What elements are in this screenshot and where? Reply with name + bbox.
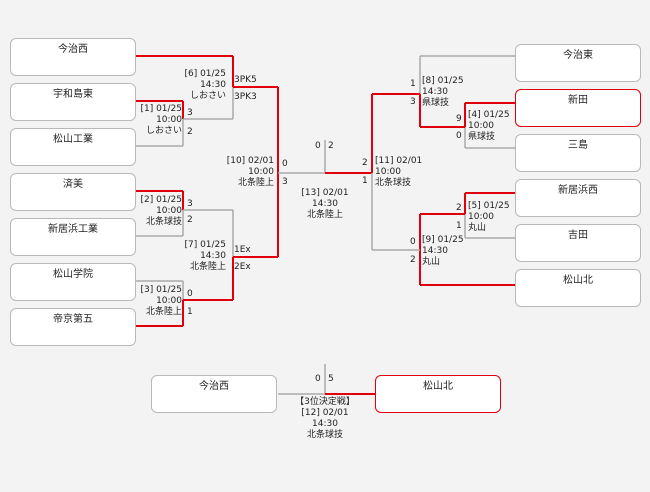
team-r1[interactable]: 今治東 [515,44,641,82]
team-l3[interactable]: 松山工業 [10,128,136,166]
game7-venue: 北条陸上 [189,262,226,272]
game4-time: 10:00 [468,121,494,131]
game5-info: [5] 01/25 10:00 丸山 [468,201,510,234]
game4-info: [4] 01/25 10:00 県球技 [468,110,510,143]
game5-venue: 丸山 [468,223,487,233]
game8-score1: 1 [410,79,416,89]
game3-venue: 北条陸上 [145,307,182,317]
game6-venue: しおさい [189,91,226,101]
game10-no: [10] 02/01 [226,156,274,166]
game1-no: [1] 01/25 [140,104,182,114]
game8-time: 14:30 [422,87,448,97]
game11-no: [11] 02/01 [375,156,423,166]
game9-score1: 0 [410,237,416,247]
team-l7[interactable]: 帝京第五 [10,308,136,346]
game6-info: [6] 01/25 14:30 しおさい [172,69,226,102]
game13-score1: 0 [315,141,321,151]
game9-no: [9] 01/25 [422,235,464,245]
game6-score1: 3PK5 [234,75,257,85]
game12-score1: 0 [315,374,321,384]
game2-score1: 3 [187,199,193,209]
game3-score2: 1 [187,307,193,317]
game13-time: 14:30 [312,199,338,209]
game13-info: [13] 02/01 14:30 北条陸上 [293,188,357,221]
game3-score1: 0 [187,289,193,299]
game1-info: [1] 01/25 10:00 しおさい [128,104,182,137]
game10-score1: 0 [282,159,288,169]
game13-no: [13] 02/01 [301,188,349,198]
game2-venue: 北条球技 [145,217,182,227]
game8-score2: 3 [410,97,416,107]
team-r3[interactable]: 三島 [515,134,641,172]
game7-time: 14:30 [200,251,226,261]
game12-no: [12] 02/01 [301,408,349,418]
team-l2[interactable]: 宇和島東 [10,83,136,121]
team-p2[interactable]: 松山北 [375,375,501,413]
team-p1[interactable]: 今治西 [151,375,277,413]
game7-score1: 1Ex [234,245,251,255]
game11-score1: 2 [362,158,368,168]
game10-venue: 北条陸上 [237,178,274,188]
game7-no: [7] 01/25 [184,240,226,250]
game13-venue: 北条陸上 [306,210,343,220]
game2-time: 10:00 [156,206,182,216]
game9-info: [9] 01/25 14:30 丸山 [422,235,464,268]
game12-score2: 5 [328,374,334,384]
game3-no: [3] 01/25 [140,285,182,295]
team-r4[interactable]: 新居浜西 [515,179,641,217]
game1-venue: しおさい [145,126,182,136]
game1-time: 10:00 [156,115,182,125]
team-l5[interactable]: 新居浜工業 [10,218,136,256]
game3-info: [3] 01/25 10:00 北条陸上 [128,285,182,318]
game11-score2: 1 [362,176,368,186]
game7-info: [7] 01/25 14:30 北条陸上 [172,240,226,273]
game12-info: 【3位決定戦】 [12] 02/01 14:30 北条球技 [288,397,362,441]
game6-time: 14:30 [200,80,226,90]
team-r5[interactable]: 吉田 [515,224,641,262]
game7-score2: 2Ex [234,262,251,272]
game2-info: [2] 01/25 10:00 北条球技 [128,195,182,228]
team-r6[interactable]: 松山北 [515,269,641,307]
game10-info: [10] 02/01 10:00 北条陸上 [218,156,274,189]
game6-no: [6] 01/25 [184,69,226,79]
team-l6[interactable]: 松山学院 [10,263,136,301]
game5-score1: 2 [456,203,462,213]
game12-venue: 北条球技 [306,430,343,440]
game10-score2: 3 [282,177,288,187]
game5-score2: 1 [456,221,462,231]
game12-title: 【3位決定戦】 [295,397,355,407]
game5-no: [5] 01/25 [468,201,510,211]
game2-no: [2] 01/25 [140,195,182,205]
team-l4[interactable]: 済美 [10,173,136,211]
game8-no: [8] 01/25 [422,76,464,86]
game4-no: [4] 01/25 [468,110,510,120]
game5-time: 10:00 [468,212,494,222]
game4-score2: 0 [456,131,462,141]
game4-score1: 9 [456,114,462,124]
game1-score1: 3 [187,108,193,118]
game2-score2: 2 [187,215,193,225]
game11-time: 10:00 [375,167,401,177]
game6-score2: 3PK3 [234,92,257,102]
game11-info: [11] 02/01 10:00 北条球技 [375,156,422,189]
game4-venue: 県球技 [468,132,496,142]
team-l1[interactable]: 今治西 [10,38,136,76]
team-r2[interactable]: 新田 [515,89,641,127]
game9-time: 14:30 [422,246,448,256]
game9-venue: 丸山 [422,257,441,267]
game8-info: [8] 01/25 14:30 県球技 [422,76,464,109]
game8-venue: 県球技 [422,98,450,108]
game11-venue: 北条球技 [375,178,412,188]
game9-score2: 2 [410,255,416,265]
game1-score2: 2 [187,127,193,137]
game13-score2: 2 [328,141,334,151]
game3-time: 10:00 [156,296,182,306]
game12-time: 14:30 [312,419,338,429]
game10-time: 10:00 [248,167,274,177]
